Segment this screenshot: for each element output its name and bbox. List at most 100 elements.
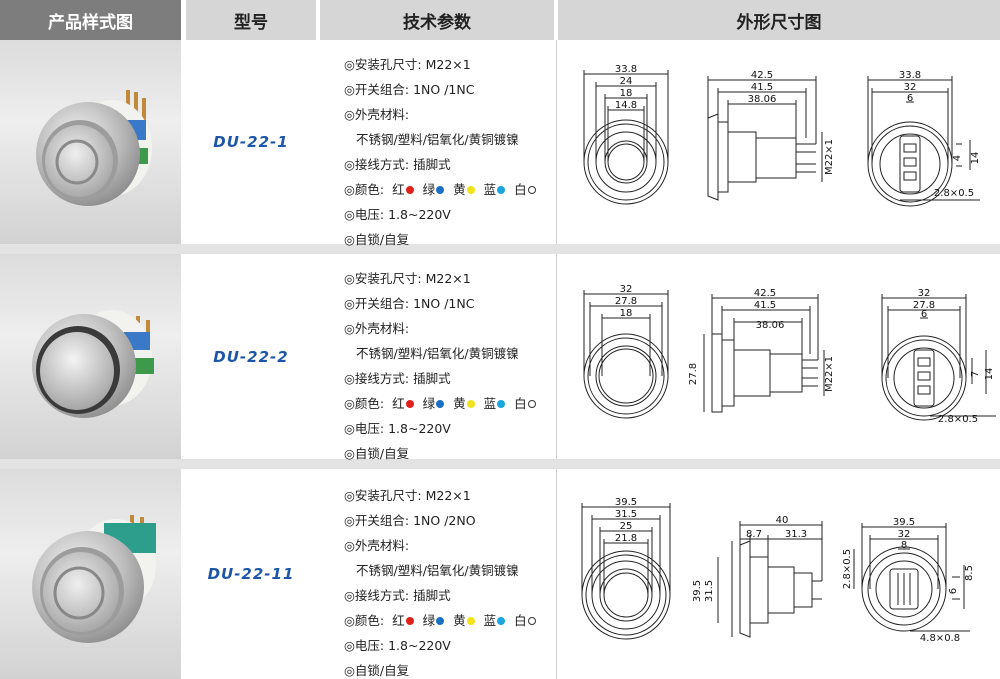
dim-label: 32: [620, 284, 633, 295]
green-dot-icon: [436, 616, 445, 625]
red-dot-icon: [405, 399, 414, 408]
yellow-dot-icon: [466, 399, 475, 408]
spec-switch: ◎开关组合: 1NO /1NC: [344, 82, 475, 97]
dim-label: 4: [952, 155, 963, 161]
side-view: [707, 76, 823, 201]
model-number: DU-22-2: [213, 347, 289, 366]
back-view: [867, 76, 980, 207]
spec-wiring: ◎接线方式: 插脚式: [344, 157, 451, 172]
column-divider: [556, 40, 557, 244]
header-photo: 产品样式图: [0, 0, 181, 40]
dim-label: M22×1: [824, 139, 835, 175]
dim-label: 40: [776, 515, 789, 526]
switch-photo-icon: [32, 310, 154, 418]
side-view: [703, 294, 825, 413]
spec-switch: ◎开关组合: 1NO /1NC: [344, 296, 475, 311]
dim-label: 6: [948, 588, 959, 594]
dim-label: 14: [970, 152, 981, 165]
header-specs: 技术参数: [320, 0, 554, 40]
spec-shell-label: ◎外壳材料:: [344, 107, 410, 122]
spec-latch: ◎自锁/自复: [344, 663, 410, 678]
dim-label: 8.5: [964, 565, 975, 581]
switch-photo-icon: [36, 90, 152, 206]
spec-wiring: ◎接线方式: 插脚式: [344, 371, 451, 386]
front-view: [583, 70, 669, 205]
switch-photo-icon: [32, 515, 156, 643]
side-view: [717, 521, 823, 638]
spec-colors: ◎颜色: 红 绿 黄 蓝 白: [344, 177, 554, 202]
dim-label: 2.8×0.5: [934, 188, 974, 199]
dim-label: 6: [921, 309, 927, 320]
dim-label: 8: [901, 540, 907, 551]
dim-label: 27.8: [913, 300, 935, 311]
dim-label: 18: [620, 308, 633, 319]
spec-voltage: ◎电压: 1.8~220V: [344, 421, 451, 436]
dim-label: 7: [970, 371, 981, 377]
dim-label: 24: [620, 76, 633, 87]
spec-latch: ◎自锁/自复: [344, 232, 410, 247]
spec-list: ◎安装孔尺寸: M22×1 ◎开关组合: 1NO /1NC ◎外壳材料: 不锈钢…: [320, 40, 554, 247]
back-view: [881, 294, 996, 421]
spec-shell-label: ◎外壳材料:: [344, 538, 410, 553]
red-dot-icon: [405, 185, 414, 194]
spec-voltage: ◎电压: 1.8~220V: [344, 207, 451, 222]
row-separator: [0, 459, 1000, 469]
front-view: [583, 290, 669, 419]
spec-voltage: ◎电压: 1.8~220V: [344, 638, 451, 653]
header-dims: 外形尺寸图: [558, 0, 1000, 40]
spec-colors: ◎颜色: 红 绿 黄 蓝 白: [344, 391, 554, 416]
product-photo: [0, 254, 181, 459]
dim-label: 27.8: [688, 363, 699, 385]
front-view: [581, 503, 671, 640]
dim-label: 4.8×0.8: [920, 633, 960, 644]
dim-label: 31.5: [704, 580, 715, 602]
dim-label: 18: [620, 88, 633, 99]
dim-label: 42.5: [754, 288, 776, 299]
dim-label: 39.5: [615, 497, 637, 508]
model-number: DU-22-11: [207, 565, 295, 583]
dim-label: 21.8: [615, 533, 637, 544]
row-separator: [0, 244, 1000, 254]
yellow-dot-icon: [466, 185, 475, 194]
product-photo: [0, 40, 181, 244]
spec-wiring: ◎接线方式: 插脚式: [344, 588, 451, 603]
dim-label: 14.8: [615, 100, 637, 111]
product-row-2: DU-22-2 ◎安装孔尺寸: M22×1 ◎开关组合: 1NO /1NC ◎外…: [0, 254, 1000, 461]
white-dot-icon: [527, 399, 536, 408]
spec-list: ◎安装孔尺寸: M22×1 ◎开关组合: 1NO /2NO ◎外壳材料: 不锈钢…: [320, 469, 554, 679]
header-model: 型号: [186, 0, 316, 40]
dim-label: 39.5: [893, 517, 915, 528]
back-view: [853, 523, 970, 632]
dim-label: 41.5: [751, 82, 773, 93]
dim-label: 33.8: [615, 64, 637, 75]
spec-shell-material: 不锈钢/塑料/铝氧化/黄铜镀镍: [356, 346, 519, 361]
dim-label: 31.5: [615, 509, 637, 520]
blue-dot-icon: [497, 616, 506, 625]
product-photo: [0, 469, 181, 679]
dimension-drawing: 32 27.8 18 42.5 41.5 38.06 27.8 M22×1: [560, 254, 1000, 459]
spec-mount: ◎安装孔尺寸: M22×1: [344, 57, 471, 72]
model-number: DU-22-1: [213, 133, 289, 151]
white-dot-icon: [527, 616, 536, 625]
dimension-drawing: 39.5 31.5 25 21.8 40 8.7 31.3 39.5 31.5: [560, 469, 1000, 679]
red-dot-icon: [405, 616, 414, 625]
blue-dot-icon: [497, 185, 506, 194]
product-row-3: DU-22-11 ◎安装孔尺寸: M22×1 ◎开关组合: 1NO /2NO ◎…: [0, 469, 1000, 679]
product-row-1: DU-22-1 ◎安装孔尺寸: M22×1 ◎开关组合: 1NO /1NC ◎外…: [0, 40, 1000, 247]
dimension-drawing: 33.8 24 18 14.8 42.5 41.5 38.06 M22×1: [560, 40, 1000, 244]
spec-list: ◎安装孔尺寸: M22×1 ◎开关组合: 1NO /1NC ◎外壳材料: 不锈钢…: [320, 254, 554, 461]
dim-label: 32: [898, 529, 911, 540]
spec-mount: ◎安装孔尺寸: M22×1: [344, 271, 471, 286]
dim-label: 38.06: [756, 320, 785, 331]
spec-mount: ◎安装孔尺寸: M22×1: [344, 488, 471, 503]
dim-label: 42.5: [751, 70, 773, 81]
dim-label: M22×1: [824, 356, 835, 392]
spec-latch: ◎自锁/自复: [344, 446, 410, 461]
spec-colors: ◎颜色: 红 绿 黄 蓝 白: [344, 608, 554, 633]
dim-label: 2.8×0.5: [938, 414, 978, 425]
dim-label: 6: [907, 93, 913, 104]
dim-label: 38.06: [748, 94, 777, 105]
spec-shell-material: 不锈钢/塑料/铝氧化/黄铜镀镍: [356, 132, 519, 147]
spec-switch: ◎开关组合: 1NO /2NO: [344, 513, 476, 528]
dim-label: 32: [918, 288, 931, 299]
